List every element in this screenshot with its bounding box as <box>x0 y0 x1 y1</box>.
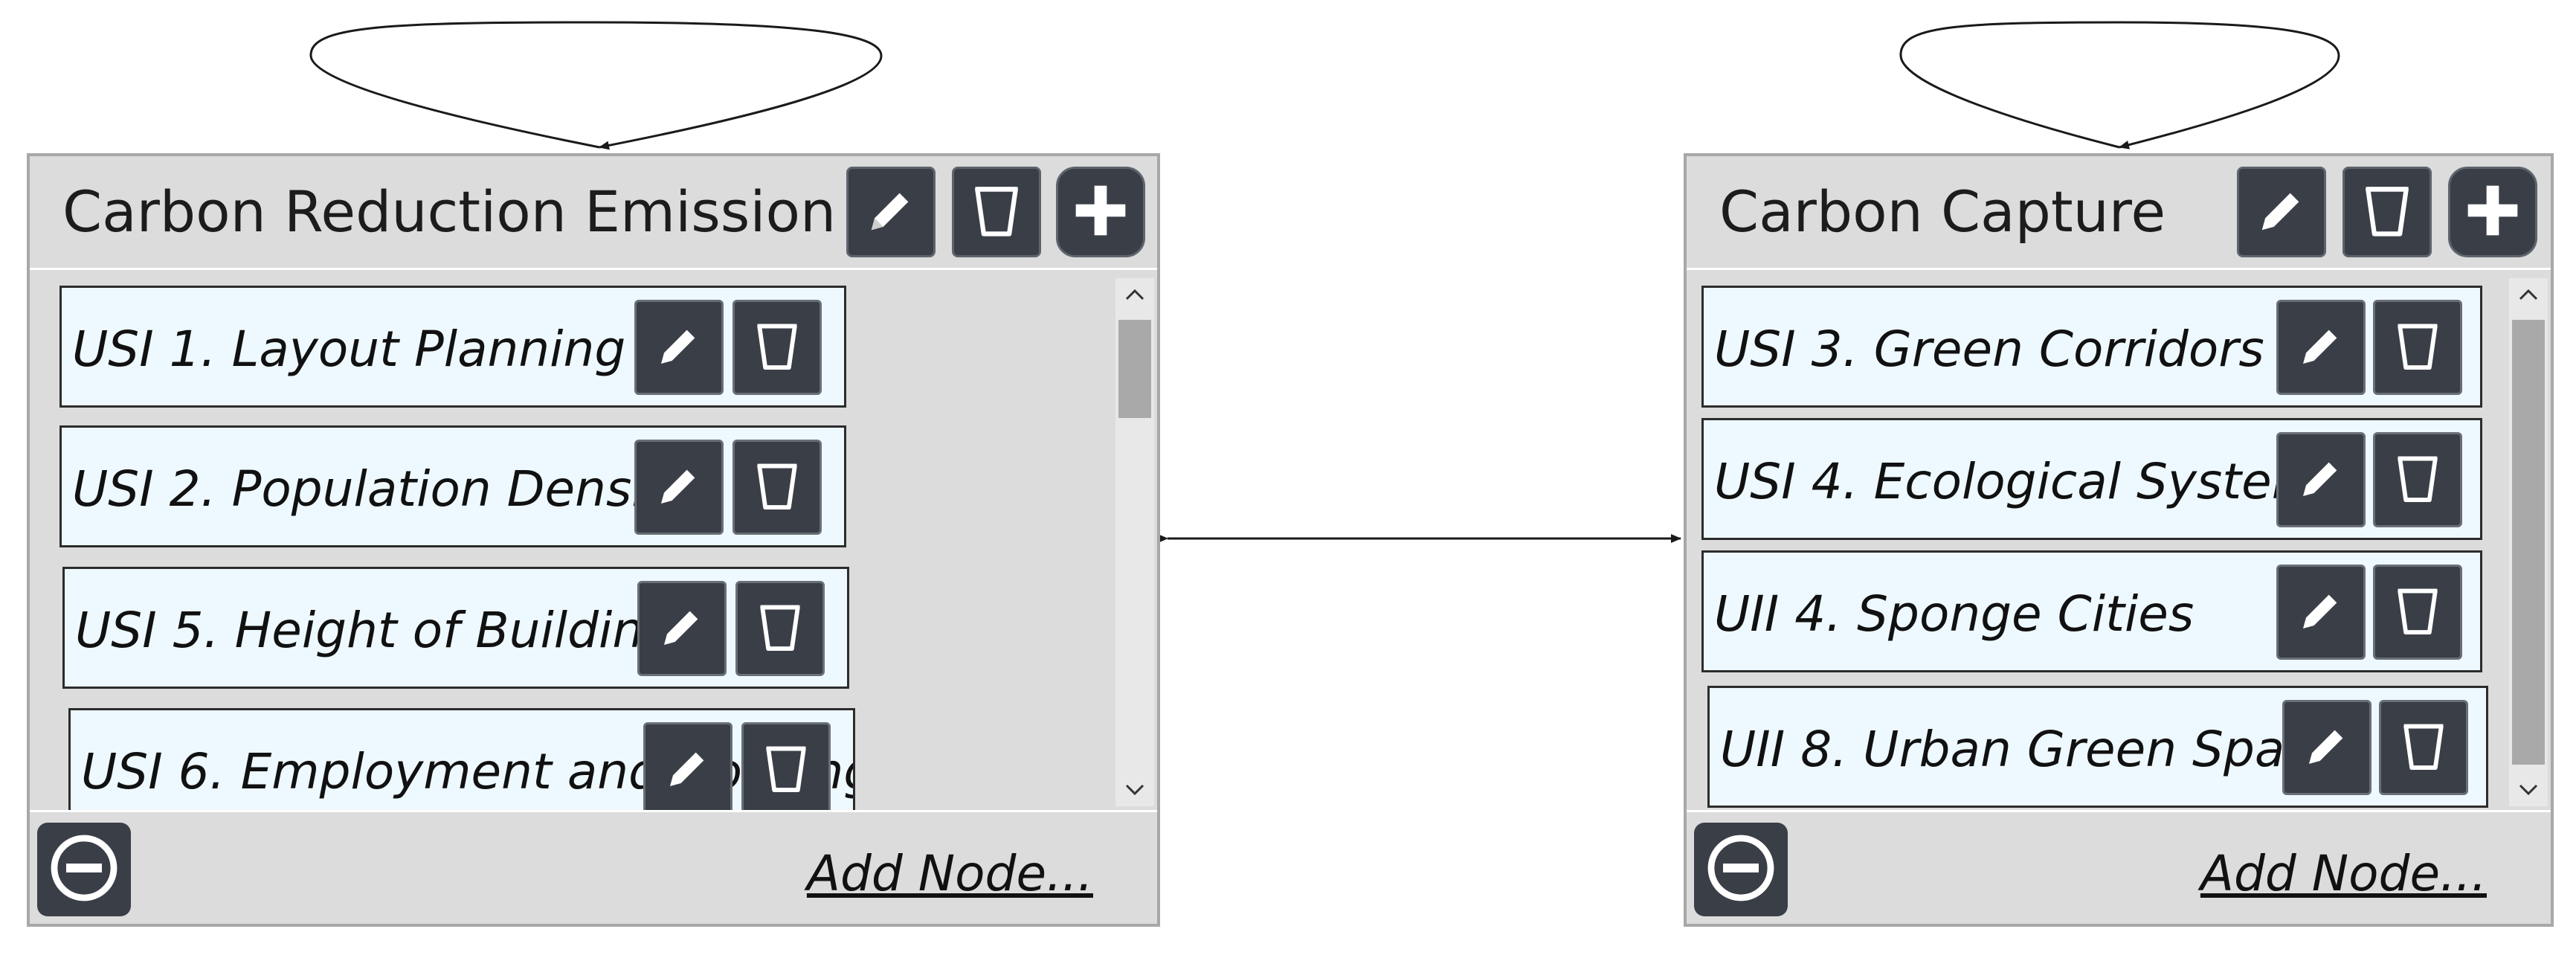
group-footer: Add Node... <box>1687 810 2551 924</box>
collapse-button[interactable] <box>37 823 131 916</box>
pencil-icon <box>865 184 917 240</box>
add-button[interactable] <box>2448 167 2537 257</box>
self-loop-edge-left[interactable] <box>309 21 883 150</box>
node-list[interactable]: USI 1. Layout Planning USI 2. Population… <box>30 272 1157 812</box>
pencil-icon <box>2255 184 2308 240</box>
node-label: USI 1. Layout Planning <box>72 321 626 378</box>
trash-icon <box>762 741 810 799</box>
chevron-down-icon[interactable] <box>2509 774 2548 806</box>
delete-node-button[interactable] <box>735 581 825 676</box>
minus-circle-icon <box>1705 832 1777 907</box>
chevron-down-icon[interactable] <box>1115 774 1154 806</box>
node-label: USI 5. Height of Buildings <box>75 602 701 659</box>
chevron-up-icon[interactable] <box>2509 278 2548 311</box>
edit-group-button[interactable] <box>2237 167 2326 257</box>
edit-node-button[interactable] <box>637 581 727 676</box>
add-node-link[interactable]: Add Node... <box>806 845 1093 902</box>
edit-group-button[interactable] <box>846 167 936 257</box>
edit-node-button[interactable] <box>2276 565 2366 660</box>
scroll-thumb[interactable] <box>2512 320 2545 765</box>
list-item-node[interactable]: USI 6. Employment and Housing <box>68 708 855 812</box>
node-label: USI 3. Green Corridors <box>1714 321 2264 378</box>
delete-node-button[interactable] <box>741 722 831 812</box>
trash-icon <box>2361 181 2413 243</box>
pencil-icon <box>2303 722 2351 773</box>
self-loop-edge-right[interactable] <box>1899 21 2340 150</box>
pencil-icon <box>658 603 706 654</box>
edit-node-button[interactable] <box>634 440 724 535</box>
trash-icon <box>2400 718 2447 777</box>
delete-group-button[interactable] <box>952 167 1041 257</box>
node-label: UII 4. Sponge Cities <box>1714 585 2195 643</box>
trash-icon <box>2394 583 2441 641</box>
trash-icon <box>756 599 804 658</box>
delete-group-button[interactable] <box>2342 167 2432 257</box>
node-label: USI 4. Ecological System <box>1714 453 2320 510</box>
scroll-thumb[interactable] <box>1118 320 1151 418</box>
trash-icon <box>970 181 1023 243</box>
add-node-link[interactable]: Add Node... <box>2200 845 2487 902</box>
minus-circle-icon <box>48 832 120 907</box>
plus-icon <box>2463 181 2522 243</box>
edit-node-button[interactable] <box>2276 432 2366 527</box>
trash-icon <box>753 318 801 376</box>
pencil-icon <box>664 745 712 795</box>
delete-node-button[interactable] <box>2373 300 2462 395</box>
delete-node-button[interactable] <box>2373 432 2462 527</box>
node-list[interactable]: USI 3. Green Corridors USI 4. Ecological… <box>1687 272 2551 812</box>
list-item-node[interactable]: USI 3. Green Corridors <box>1701 286 2482 408</box>
pencil-icon <box>655 462 703 512</box>
edit-node-button[interactable] <box>2282 700 2371 795</box>
delete-node-button[interactable] <box>2379 700 2468 795</box>
list-item-node[interactable]: USI 1. Layout Planning <box>59 286 846 408</box>
trash-icon <box>2394 451 2441 509</box>
group-carbon-reduction-emission[interactable]: Carbon Reduction Emission USI 1. Layout … <box>27 153 1160 927</box>
list-item-node[interactable]: USI 4. Ecological System <box>1701 418 2482 540</box>
list-item-node[interactable]: USI 2. Population Density <box>59 425 846 547</box>
group-footer: Add Node... <box>30 810 1157 924</box>
pencil-icon <box>2297 587 2345 637</box>
group-carbon-capture[interactable]: Carbon Capture USI 3. Green Corridors <box>1684 153 2554 927</box>
trash-icon <box>753 458 801 516</box>
trash-icon <box>2394 318 2441 376</box>
pencil-icon <box>655 322 703 373</box>
pencil-icon <box>2297 322 2345 373</box>
edit-node-button[interactable] <box>2276 300 2366 395</box>
plus-icon <box>1071 181 1130 243</box>
group-header: Carbon Reduction Emission <box>30 156 1157 270</box>
delete-node-button[interactable] <box>732 440 822 535</box>
list-item-node[interactable]: UII 8. Urban Green Space <box>1707 686 2488 808</box>
node-label: USI 6. Employment and Housing <box>81 743 855 800</box>
group-title: Carbon Capture <box>1719 179 2166 245</box>
pencil-icon <box>2297 454 2345 505</box>
scrollbar[interactable] <box>2509 278 2548 806</box>
list-item-node[interactable]: USI 5. Height of Buildings <box>62 567 849 689</box>
node-label: UII 8. Urban Green Space <box>1720 721 2342 778</box>
list-item-node[interactable]: UII 4. Sponge Cities <box>1701 550 2482 672</box>
scrollbar[interactable] <box>1115 278 1154 806</box>
node-label: USI 2. Population Density <box>72 460 694 518</box>
delete-node-button[interactable] <box>2373 565 2462 660</box>
group-title: Carbon Reduction Emission <box>62 179 837 245</box>
add-button[interactable] <box>1056 167 1145 257</box>
delete-node-button[interactable] <box>732 300 822 395</box>
edit-node-button[interactable] <box>643 722 732 812</box>
group-header: Carbon Capture <box>1687 156 2551 270</box>
collapse-button[interactable] <box>1694 823 1788 916</box>
edit-node-button[interactable] <box>634 300 724 395</box>
chevron-up-icon[interactable] <box>1115 278 1154 311</box>
